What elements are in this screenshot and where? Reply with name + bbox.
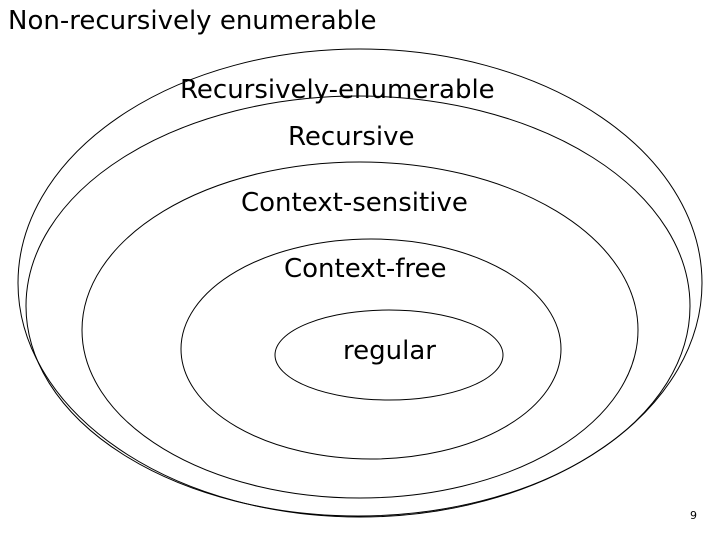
ellipse-recursive bbox=[25, 95, 691, 517]
ellipse-regular bbox=[274, 309, 504, 401]
ellipse-context-free bbox=[180, 238, 562, 460]
ellipse-context-sensitive bbox=[81, 161, 639, 499]
label-context-free: Context-free bbox=[284, 254, 447, 284]
label-non-recursively-enumerable: Non-recursively enumerable bbox=[8, 6, 377, 36]
label-recursively-enumerable: Recursively-enumerable bbox=[180, 75, 495, 105]
label-recursive: Recursive bbox=[288, 122, 415, 152]
ellipse-recursively-enumerable bbox=[17, 48, 703, 518]
label-regular: regular bbox=[343, 336, 436, 366]
label-context-sensitive: Context-sensitive bbox=[241, 188, 468, 218]
page-number: 9 bbox=[690, 509, 697, 522]
